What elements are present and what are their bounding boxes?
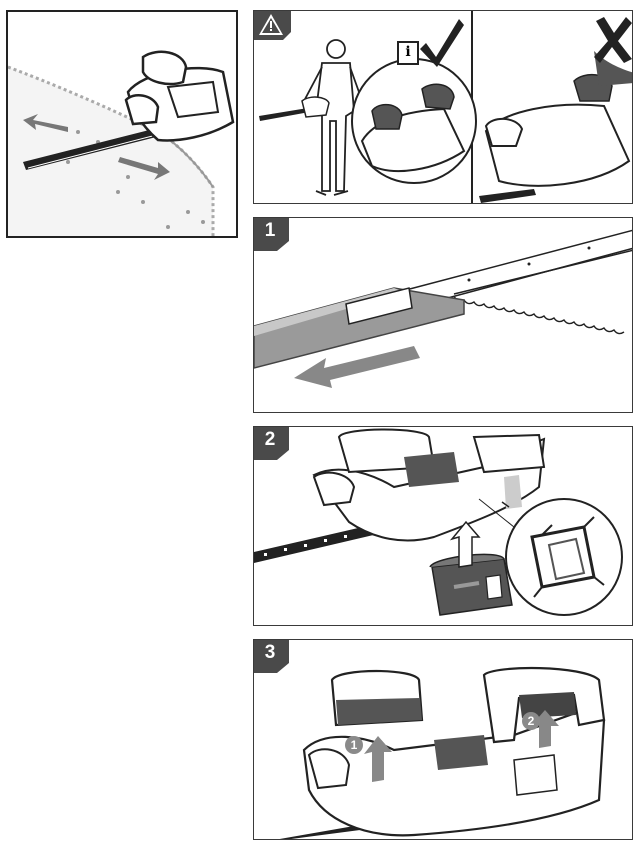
cross-mark-icon: [594, 17, 632, 63]
info-icon: i: [397, 41, 419, 65]
safety-warning-panel: i: [253, 10, 633, 204]
sub-step-1-marker: 1: [345, 736, 363, 754]
step-1-panel: 1: [253, 217, 633, 413]
step-2-panel: 2: [253, 426, 633, 626]
battery-removal-illustration: [254, 428, 623, 616]
step-2-badge: 2: [254, 427, 293, 460]
safe-grip-illustration: [259, 11, 632, 203]
motion-arrow-right-icon: [118, 157, 170, 180]
step-number: 2: [264, 429, 276, 450]
warning-triangle-icon: [254, 11, 291, 40]
blade-guard-removal-illustration: [254, 229, 632, 388]
step-1-badge: 1: [254, 218, 293, 251]
handle-covers-illustration: [279, 666, 606, 839]
overview-panel: [6, 10, 238, 238]
info-label: i: [405, 44, 411, 60]
step-number: 3: [264, 642, 276, 663]
step-3-badge: 3: [254, 640, 293, 673]
warning-badge: [254, 11, 293, 40]
check-mark-icon: [420, 19, 464, 67]
motion-arrow-left-icon: [23, 114, 68, 132]
hedge-cutting-illustration: [8, 50, 235, 236]
sub-step-2-marker: 2: [522, 712, 540, 730]
step-3-panel: 1 2 3: [253, 639, 633, 840]
step-number: 1: [264, 220, 276, 241]
